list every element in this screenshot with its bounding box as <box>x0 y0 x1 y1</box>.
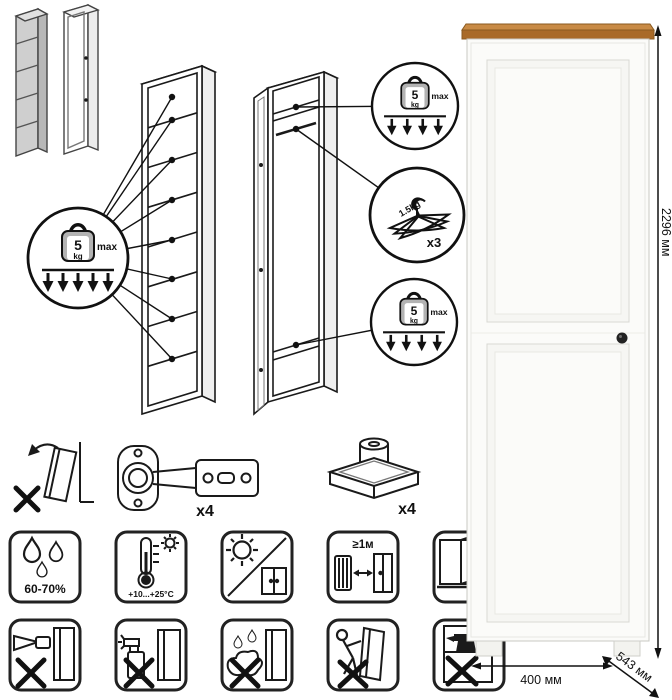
heater-distance-icon: ≥1м <box>326 530 400 604</box>
foot-icon: x4 <box>326 437 422 518</box>
humidity-label: 60-70% <box>24 582 66 596</box>
load-weight-label: 5 <box>74 237 82 253</box>
cabinet-thumbnail-gray <box>14 7 49 157</box>
cabinet-icon <box>53 627 75 681</box>
height-label: 2296 мм <box>659 208 672 256</box>
bottom-shelf-load-badge: 5 kg max <box>369 277 459 367</box>
shelf-load-badge: 5 kg max <box>26 206 130 310</box>
thermometer-icon <box>137 534 179 589</box>
hanger-count-label: x3 <box>427 235 441 250</box>
load-unit-label: kg <box>411 102 419 109</box>
cabinet-icon <box>373 553 393 593</box>
prohibition-x-icon <box>229 657 261 689</box>
distance-label: ≥1м <box>352 539 373 551</box>
wardrobe-interior-drawing <box>253 70 340 416</box>
prohibition-x-icon <box>337 659 369 689</box>
prohibition-x-icon <box>15 657 47 689</box>
top-shelf-load-badge: 5 kg max <box>370 61 460 151</box>
temperature-icon: +10...+25°C <box>114 530 188 604</box>
no-wet-cleaning-icon <box>220 618 294 692</box>
load-arrows <box>42 273 114 292</box>
width-label: 400 мм <box>520 673 562 687</box>
assembly-diagram: 5 kg max 5 kg max <box>14 3 466 416</box>
person-pushing-icon <box>335 628 362 676</box>
temperature-label: +10...+25°C <box>128 589 173 599</box>
load-arrows <box>387 118 443 136</box>
cabinet-icon <box>265 629 287 681</box>
wardrobe-render: 2296 мм 400 мм 543 мм <box>461 23 672 698</box>
sun-icon <box>226 534 258 566</box>
cabinet-thumbnail-white <box>62 3 100 155</box>
sun-icon <box>161 534 179 552</box>
cabinet-icon <box>358 626 386 682</box>
anti-tip-icon <box>13 442 94 513</box>
wardrobe-body <box>461 23 655 657</box>
load-max-label: max <box>97 242 117 253</box>
cabinet-icon <box>261 567 287 595</box>
no-sunlight-icon <box>220 530 294 604</box>
load-max-label: max <box>431 91 448 101</box>
wardrobe-foot <box>475 640 503 657</box>
prohibition-x-icon <box>123 657 155 689</box>
knife-icon <box>13 634 51 652</box>
hinge-count-label: x4 <box>196 503 214 518</box>
foot-count-label: x4 <box>398 501 416 518</box>
load-weight-label: 5 <box>412 88 419 102</box>
prohibition-x-icon <box>13 485 41 513</box>
prohibition-x-icon <box>445 655 479 687</box>
load-weight-label: 5 <box>411 304 418 318</box>
shelf-cabinet-drawing <box>139 64 218 416</box>
load-unit-label: kg <box>73 252 82 261</box>
load-unit-label: kg <box>410 318 418 325</box>
humidity-icon: 60-70% <box>8 530 82 604</box>
load-arrows <box>386 334 442 352</box>
wood-top <box>461 23 655 31</box>
water-drops-icon <box>22 535 64 578</box>
no-dragging-icon <box>326 618 400 692</box>
hanger-load-badge: 1.5kg x3 <box>368 166 466 264</box>
load-max-label: max <box>430 307 447 317</box>
anvil-icon <box>446 634 478 652</box>
wardrobe-foot <box>613 640 641 657</box>
no-sharp-tools-icon <box>8 618 82 692</box>
dimension-height: 2296 мм <box>654 25 672 659</box>
radiator-icon <box>334 555 352 591</box>
distance-arrow-icon <box>353 569 373 577</box>
dimension-depth: 543 мм <box>602 649 659 698</box>
cabinet-icon <box>157 629 181 681</box>
hanger-icon <box>386 197 452 240</box>
hinge-icon: x4 <box>117 445 259 518</box>
dimension-width: 400 мм <box>471 662 613 687</box>
no-spray-icon <box>114 618 188 692</box>
door-knob <box>616 332 628 344</box>
shelf-dots <box>168 93 300 363</box>
